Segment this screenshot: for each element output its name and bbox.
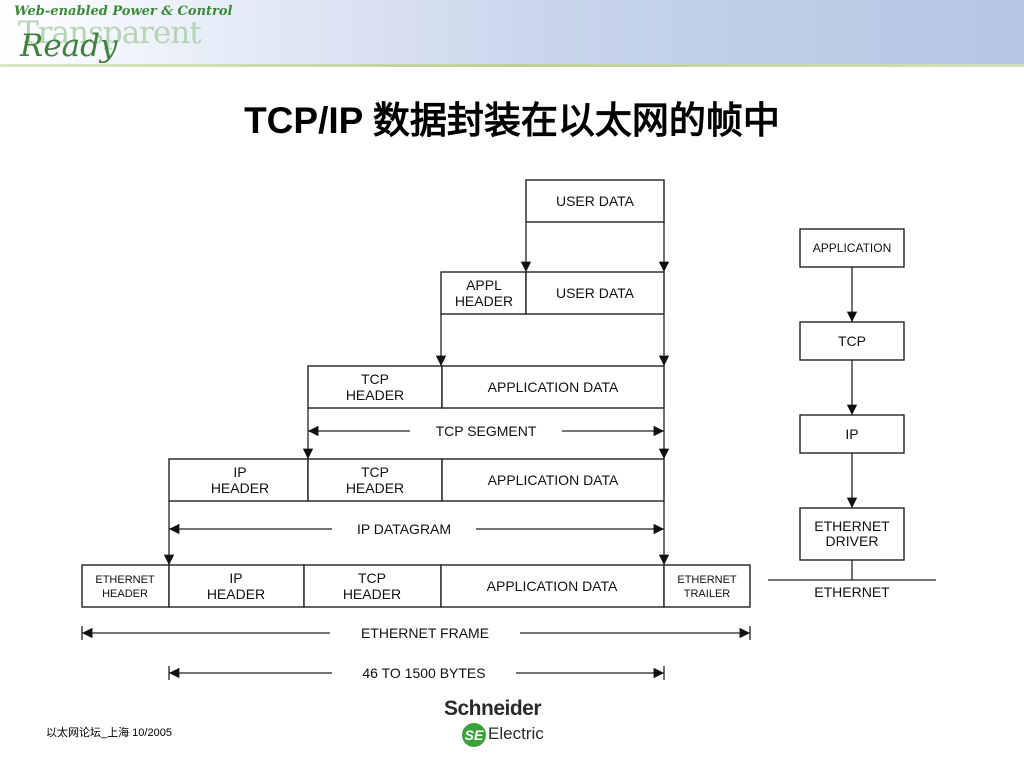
tcp-header-label-6: HEADER <box>343 586 401 602</box>
header-banner <box>0 0 1024 66</box>
ip-header-label-1: IP <box>233 464 246 480</box>
banner-ready: Ready <box>20 28 118 64</box>
ethernet-medium-label: ETHERNET <box>814 584 890 600</box>
byte-range-label: 46 TO 1500 BYTES <box>362 665 485 681</box>
application-data-label: APPLICATION DATA <box>488 379 619 395</box>
tcp-header-label-2: HEADER <box>346 387 404 403</box>
stack-ip-label: IP <box>845 426 858 442</box>
user-data-label: USER DATA <box>556 193 635 209</box>
header-divider <box>0 64 1024 67</box>
tcp-header-box-3 <box>303 564 442 608</box>
ethernet-trailer-label-2: TRAILER <box>684 588 731 600</box>
ip-datagram-label: IP DATAGRAM <box>357 521 451 537</box>
tcp-header-label-4: HEADER <box>346 480 404 496</box>
schneider-logo-icon: SE <box>462 723 486 747</box>
stack-tcp-label: TCP <box>838 333 866 349</box>
tcp-segment-label: TCP SEGMENT <box>436 423 537 439</box>
appl-header-label-1: APPL <box>466 277 502 293</box>
appl-header-label-2: HEADER <box>455 293 513 309</box>
tcp-header-box-2 <box>307 458 443 502</box>
banner-watermark: Transparent <box>18 15 202 51</box>
user-data-box-2 <box>525 271 665 315</box>
ip-header-label-3: IP <box>229 570 242 586</box>
tcp-header-label-1: TCP <box>361 371 389 387</box>
footer-text: 以太网论坛_上海 10/2005 <box>46 727 172 739</box>
stack-ethernet-label: ETHERNET <box>814 518 890 534</box>
ip-header-label-4: HEADER <box>207 586 265 602</box>
tcp-header-label-5: TCP <box>358 570 386 586</box>
application-data-box <box>441 365 665 409</box>
stack-application-label: APPLICATION <box>813 241 891 255</box>
ethernet-header-label-1: ETHERNET <box>95 574 155 586</box>
ip-header-label-2: HEADER <box>211 480 269 496</box>
banner-tagline: Web-enabled Power & Control <box>14 4 233 19</box>
ethernet-header-box <box>81 564 170 608</box>
application-data-box-2 <box>441 458 665 502</box>
schneider-logo-name: Schneider <box>444 697 542 720</box>
user-data-label-2: USER DATA <box>556 285 635 301</box>
ip-header-box <box>168 458 309 502</box>
schneider-logo-sub: Electric <box>488 724 544 743</box>
stack-application-box <box>799 228 905 268</box>
tcp-header-label-3: TCP <box>361 464 389 480</box>
application-data-box-3 <box>440 564 665 608</box>
application-data-label-3: APPLICATION DATA <box>487 578 618 594</box>
stack-ethernet-driver-box <box>799 507 905 561</box>
ethernet-trailer-box <box>663 564 751 608</box>
slide-title: TCP/IP 数据封装在以太网的帧中 <box>244 100 780 141</box>
ethernet-frame-label: ETHERNET FRAME <box>361 625 489 641</box>
ethernet-header-label-2: HEADER <box>102 588 148 600</box>
stack-driver-label: DRIVER <box>826 533 879 549</box>
user-data-box <box>525 179 665 223</box>
ethernet-trailer-label-1: ETHERNET <box>677 574 737 586</box>
application-data-label-2: APPLICATION DATA <box>488 472 619 488</box>
